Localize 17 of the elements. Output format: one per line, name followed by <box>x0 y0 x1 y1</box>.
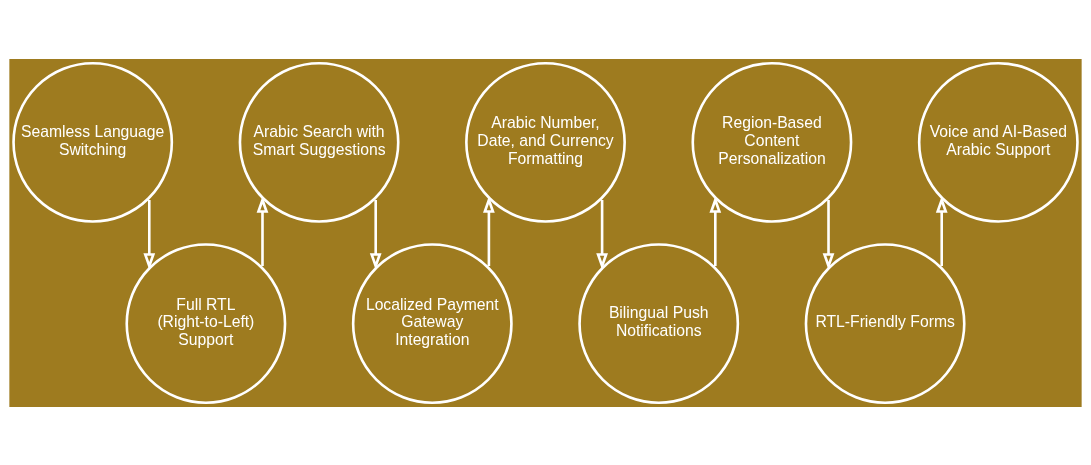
arrow <box>143 199 156 270</box>
node-circle: Seamless Language Switching <box>12 61 174 223</box>
node-circle: Bilingual Push Notifications <box>578 242 740 404</box>
node-circle: Localized Payment Gateway Integration <box>351 242 513 404</box>
node-circle: RTL-Friendly Forms <box>804 242 966 404</box>
arrow <box>369 199 382 270</box>
arrow <box>483 195 495 266</box>
node-circle: Arabic Number, Date, and Currency Formatting <box>465 61 626 223</box>
node-circle: Arabic Search with Smart Suggestions <box>238 61 400 223</box>
arrow <box>596 199 608 270</box>
arrow <box>822 199 835 270</box>
arrow <box>709 195 722 266</box>
arrow <box>256 195 269 266</box>
node-circle: Region-Based Content Personalization <box>691 61 853 223</box>
arrow <box>935 195 948 266</box>
node-circle: Voice and AI-Based Arabic Support <box>917 61 1079 223</box>
node-circle: Full RTL (Right-to-Left) Support <box>125 242 287 404</box>
